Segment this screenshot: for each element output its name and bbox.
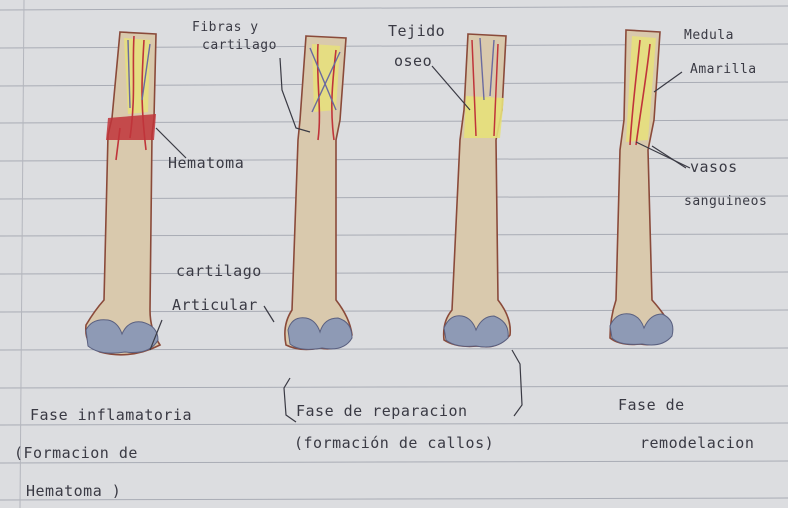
label-vasos: vasos	[690, 158, 738, 176]
label-medula: Medula	[684, 28, 734, 43]
phase-3-line-2: remodelacion	[640, 434, 754, 452]
phase-1-line-2: (Formacion de	[14, 444, 138, 462]
phase-1-line-3: Hematoma )	[26, 482, 121, 500]
label-hematoma: Hematoma	[168, 154, 244, 172]
phase-2-line-2: (formación de callos)	[294, 434, 494, 452]
label-fibras: Fibras y	[192, 20, 259, 35]
label-cartilago: cartilago	[176, 262, 262, 280]
label-articular: Articular	[172, 296, 258, 314]
label-cartilago-top: cartilago	[202, 38, 277, 53]
bone-3-callus-area	[464, 96, 504, 138]
label-oseo: oseo	[394, 52, 432, 70]
phase-3-line-1: Fase de	[618, 396, 685, 414]
label-amarilla: Amarilla	[690, 62, 757, 77]
label-tejido: Tejido	[388, 22, 445, 40]
label-sanguineos: sanguineos	[684, 194, 767, 209]
phase-2-line-1: Fase de reparacion	[296, 402, 468, 420]
phase-1-line-1: Fase inflamatoria	[30, 406, 192, 424]
